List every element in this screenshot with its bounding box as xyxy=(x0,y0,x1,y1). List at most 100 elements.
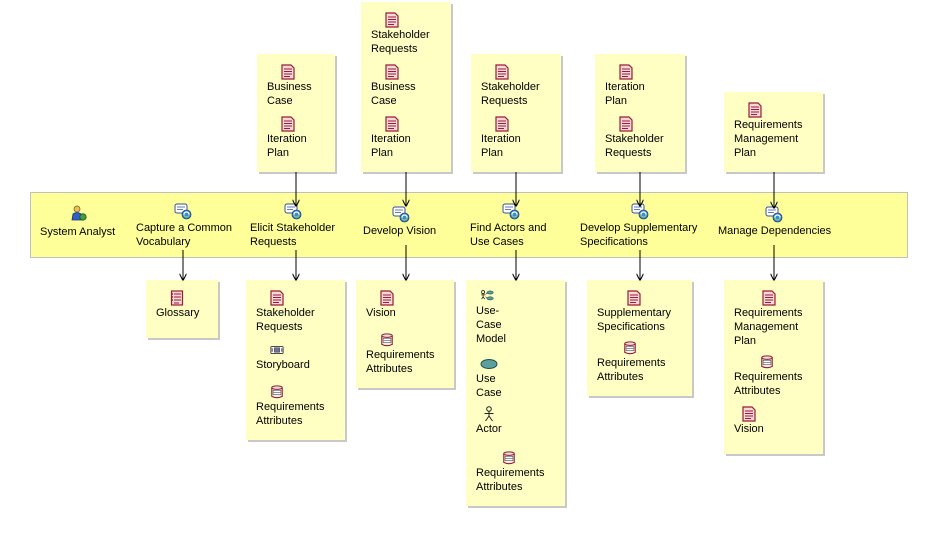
artifact-label: Supplementary Specifications xyxy=(597,307,671,333)
input-box-deps: Requirements Management Plan xyxy=(724,92,823,172)
artifact-glossary[interactable]: Glossary xyxy=(146,290,199,320)
artifact-label: Requirements Attributes xyxy=(476,467,545,493)
activity-label: Find Actors and Use Cases xyxy=(470,222,547,248)
document-icon xyxy=(380,290,394,306)
activity-label: Elicit Stakeholder Requests xyxy=(250,222,335,248)
activity-icon xyxy=(631,203,649,220)
activity-find-actors-use-cases[interactable]: Find Actors and Use Cases xyxy=(470,202,570,250)
artifact-stakeholder-requests[interactable]: Stakeholder Requests xyxy=(246,290,315,334)
artifact-stakeholder-requests[interactable]: Stakeholder Requests xyxy=(471,64,540,108)
artifact-label: Vision xyxy=(366,307,396,319)
artifact-requirements-management-plan[interactable]: Requirements Management Plan xyxy=(724,102,802,160)
artifact-requirements-attributes[interactable]: Requirements Attributes xyxy=(466,450,544,494)
artifact-stakeholder-requests[interactable]: Stakeholder Requests xyxy=(361,12,430,56)
database-icon xyxy=(624,341,636,355)
artifact-label: Stakeholder Requests xyxy=(371,29,430,55)
artifact-storyboard[interactable]: Storyboard xyxy=(246,342,310,372)
role-system-analyst[interactable]: System Analyst xyxy=(38,205,128,245)
artifact-label: Vision xyxy=(734,423,764,435)
artifact-requirements-attributes[interactable]: Requirements Attributes xyxy=(356,332,434,376)
use-case-icon xyxy=(480,359,498,369)
document-icon xyxy=(748,102,762,118)
document-icon xyxy=(742,406,756,422)
artifact-iteration-plan[interactable]: Iteration Plan xyxy=(595,64,645,108)
artifact-use-case-model[interactable]: Use- Case Model xyxy=(466,288,506,346)
artifact-label: Use- Case Model xyxy=(476,305,506,345)
artifact-requirements-attributes[interactable]: Requirements Attributes xyxy=(724,354,802,398)
artifact-label: Stakeholder Requests xyxy=(256,307,315,333)
artifact-actor[interactable]: Actor xyxy=(466,406,502,436)
output-box-deps: Requirements Management Plan Requirement… xyxy=(724,280,823,454)
input-box-supp: Iteration Plan Stakeholder Requests xyxy=(595,54,685,172)
artifact-iteration-plan[interactable]: Iteration Plan xyxy=(471,116,521,160)
artifact-requirements-attributes[interactable]: Requirements Attributes xyxy=(587,340,665,384)
activity-label: Develop Supplementary Specifications xyxy=(580,222,698,248)
output-box-capture: Glossary xyxy=(146,280,218,338)
artifact-stakeholder-requests[interactable]: Stakeholder Requests xyxy=(595,116,664,160)
activity-icon xyxy=(502,203,520,220)
activity-elicit-stakeholder-requests[interactable]: Elicit Stakeholder Requests xyxy=(250,202,360,250)
activity-label: Capture a Common Vocabulary xyxy=(136,222,232,248)
artifact-label: Storyboard xyxy=(256,359,310,371)
artifact-requirements-attributes[interactable]: Requirements Attributes xyxy=(246,384,324,428)
activity-icon xyxy=(765,206,783,223)
glossary-icon xyxy=(170,290,184,306)
artifact-label: Requirements Attributes xyxy=(597,357,666,383)
document-icon xyxy=(281,64,295,80)
document-icon xyxy=(385,116,399,132)
activity-icon xyxy=(174,203,192,220)
artifact-label: Stakeholder Requests xyxy=(605,133,664,159)
output-box-actors: Use- Case Model Use Case Actor Requireme… xyxy=(466,280,565,506)
artifact-requirements-management-plan[interactable]: Requirements Management Plan xyxy=(724,290,802,348)
activity-icon xyxy=(284,203,302,220)
database-icon xyxy=(381,333,393,347)
artifact-supplementary-specifications[interactable]: Supplementary Specifications xyxy=(587,290,671,334)
artifact-label: Business Case xyxy=(267,81,312,107)
document-icon xyxy=(385,12,399,28)
artifact-iteration-plan[interactable]: Iteration Plan xyxy=(257,116,307,160)
artifact-label: Iteration Plan xyxy=(371,133,411,159)
database-icon xyxy=(503,451,515,465)
activity-label: Manage Dependencies xyxy=(718,225,832,237)
artifact-label: Business Case xyxy=(371,81,416,107)
artifact-vision[interactable]: Vision xyxy=(724,406,764,436)
document-icon xyxy=(762,290,776,306)
activity-icon xyxy=(392,206,410,223)
activity-manage-dependencies[interactable]: Manage Dependencies xyxy=(718,205,838,245)
actor-icon xyxy=(484,406,494,422)
activity-develop-supplementary-specifications[interactable]: Develop Supplementary Specifications xyxy=(580,202,710,250)
input-box-vision: Stakeholder Requests Business Case Itera… xyxy=(361,2,451,172)
storyboard-icon xyxy=(270,346,284,354)
artifact-use-case[interactable]: Use Case xyxy=(466,356,502,400)
artifact-iteration-plan[interactable]: Iteration Plan xyxy=(361,116,411,160)
role-label: System Analyst xyxy=(40,226,116,238)
artifact-label: Iteration Plan xyxy=(267,133,307,159)
artifact-label: Iteration Plan xyxy=(605,81,645,107)
artifact-label: Requirements Management Plan xyxy=(734,119,803,159)
artifact-business-case[interactable]: Business Case xyxy=(257,64,312,108)
artifact-vision[interactable]: Vision xyxy=(356,290,396,320)
activity-develop-vision[interactable]: Develop Vision xyxy=(363,205,463,245)
output-box-elicit: Stakeholder Requests Storyboard Requirem… xyxy=(246,280,345,440)
artifact-label: Stakeholder Requests xyxy=(481,81,540,107)
database-icon xyxy=(761,355,773,369)
document-icon xyxy=(385,64,399,80)
document-icon xyxy=(270,290,284,306)
document-icon xyxy=(495,116,509,132)
activity-capture-vocabulary[interactable]: Capture a Common Vocabulary xyxy=(136,202,246,250)
input-box-actors: Stakeholder Requests Iteration Plan xyxy=(471,54,561,172)
artifact-label: Requirements Management Plan xyxy=(734,307,803,347)
worker-icon xyxy=(71,205,87,221)
role-swimlane xyxy=(30,192,908,258)
artifact-label: Requirements Attributes xyxy=(256,401,325,427)
document-icon xyxy=(281,116,295,132)
artifact-business-case[interactable]: Business Case xyxy=(361,64,416,108)
artifact-label: Glossary xyxy=(156,307,200,319)
database-icon xyxy=(271,385,283,399)
artifact-label: Actor xyxy=(476,423,502,435)
artifact-label: Use Case xyxy=(476,373,502,399)
document-icon xyxy=(619,64,633,80)
document-icon xyxy=(495,64,509,80)
output-box-vision: Vision Requirements Attributes xyxy=(356,280,454,388)
